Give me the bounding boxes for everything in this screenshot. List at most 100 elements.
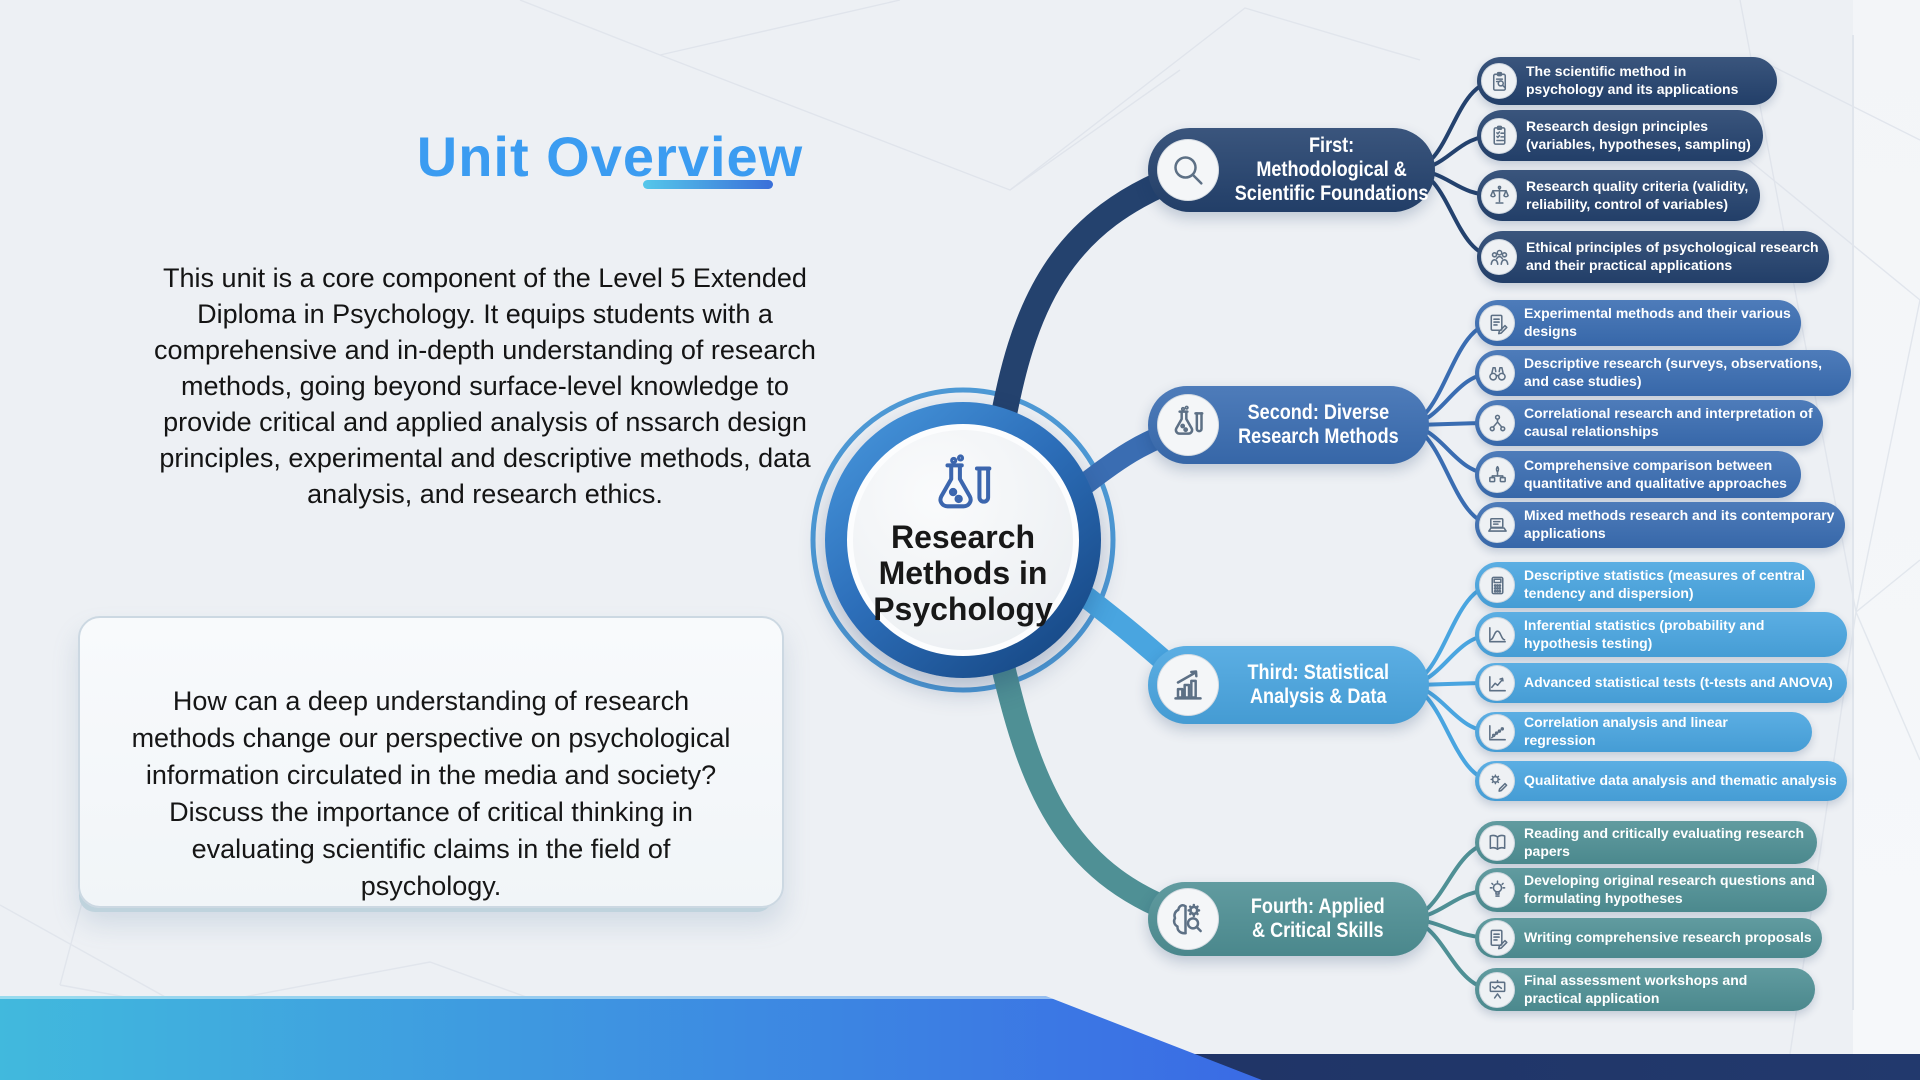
leaf-icon-circle [1479,714,1515,750]
leaf-label: Reading and critically evaluating resear… [1524,824,1805,859]
scales-icon [1489,185,1509,204]
branch-label: Third: Statistical Analysis & Data [1247,661,1389,708]
hierarchy-icon [1489,414,1505,431]
discussion-question-text: How can a deep understanding of research… [131,686,731,901]
leaf-label: Qualitative data analysis and thematic a… [1524,772,1837,788]
right-background-strip [1853,0,1920,1054]
leaf-label: Correlational research and interpretatio… [1524,405,1813,439]
leaf-label: The scientific method in psychology and … [1526,63,1739,97]
central-topic-title: Research Methods in Psychology [873,519,1053,627]
leaf-icon-circle [1479,971,1515,1008]
leaf-icon-circle [1479,616,1515,653]
branch-icon-circle [1157,654,1219,716]
branch-label: Fourth: Applied & Critical Skills [1251,895,1385,942]
bar-chart-icon [1174,670,1202,700]
ethics-people-icon [1489,249,1509,265]
leaf-label: Ethical principles of psychological rese… [1526,239,1819,273]
leaf-icon-circle [1479,305,1515,341]
leaf-label: Inferential statistics (probability and … [1524,616,1765,651]
clipboard-list-icon [1492,125,1506,145]
laptop-document-icon [1487,517,1507,532]
leaf-node-second-4: Comprehensive comparison between quantit… [1475,451,1801,498]
leaf-node-third-2: Inferential statistics (probability and … [1475,612,1847,657]
central-topic-node: Research Methods in Psychology [847,424,1079,656]
footer-gradient-wedge [0,996,1262,1080]
leaf-icon-circle [1481,63,1517,99]
leaf-node-second-5: Mixed methods research and its contempor… [1475,502,1845,548]
hub-outer-ring [810,387,1116,693]
connector-hub-fourth [990,650,1204,930]
trend-chart-icon [1488,675,1506,691]
leaf-icon-circle [1479,405,1515,441]
lightbulb-icon [1489,879,1505,897]
document-pencil-icon [1490,929,1508,949]
leaf-icon-circle [1479,920,1515,956]
leaf-node-second-1: Experimental methods and their various d… [1475,300,1801,346]
magnifier-icon [1174,156,1203,185]
leaf-node-second-3: Correlational research and interpretatio… [1475,400,1823,446]
brain-gear-icon [1172,903,1202,935]
comparison-icon [1488,465,1506,483]
connector-hub-first [987,159,1205,449]
leaf-node-third-5: Qualitative data analysis and thematic a… [1475,761,1847,801]
branch-icon-circle [1157,888,1219,950]
intro-paragraph: This unit is a core component of the Lev… [154,263,816,509]
document-edit-icon [1490,314,1508,334]
leaf-icon-circle [1479,567,1515,603]
leaf-label: Research quality criteria (validity, rel… [1526,177,1749,212]
leaf-icon-circle [1481,117,1517,154]
branch-node-second: Second: Diverse Research Methods [1148,386,1429,464]
leaf-label: Descriptive research (surveys, observati… [1524,355,1823,389]
leaf-node-fourth-4: Final assessment workshops and practical… [1475,968,1815,1011]
leaf-icon-circle [1479,665,1515,701]
leaf-icon-circle [1479,456,1515,493]
branch-node-fourth: Fourth: Applied & Critical Skills [1148,882,1429,956]
leaf-node-first-2: Research design principles (variables, h… [1477,110,1763,161]
leaf-node-first-1: The scientific method in psychology and … [1477,57,1777,105]
workshop-icon [1489,979,1505,999]
leaf-icon-circle [1479,355,1515,391]
clipboard-search-icon [1492,71,1506,91]
leaf-label: Developing original research questions a… [1524,872,1815,906]
leaf-node-first-3: Research quality criteria (validity, rel… [1477,170,1760,221]
leaf-node-second-2: Descriptive research (surveys, observati… [1475,350,1851,396]
open-book-icon [1489,834,1505,850]
leaf-label: Correlation analysis and linear regressi… [1524,714,1728,748]
leaf-label: Mixed methods research and its contempor… [1524,507,1835,541]
scatter-chart-icon [1488,724,1506,740]
leaf-icon-circle [1479,763,1515,799]
branch-label: Second: Diverse Research Methods [1237,401,1399,448]
branch-icon-circle [1157,139,1219,201]
leaf-label: Experimental methods and their various d… [1524,305,1791,339]
page-title: Unit Overview [416,124,804,188]
branch-node-first: First: Methodological & Scientific Found… [1148,128,1435,212]
flask-test-tube-icon [1174,405,1204,435]
leaf-node-fourth-1: Reading and critically evaluating resear… [1475,821,1817,864]
leaf-node-third-4: Correlation analysis and linear regressi… [1475,712,1812,752]
gear-pencil-icon [1489,773,1507,792]
leaf-node-first-4: Ethical principles of psychological rese… [1477,231,1829,283]
branch-label: First: Methodological & Scientific Found… [1234,134,1429,205]
leaf-icon-circle [1479,872,1515,908]
discussion-question-box: How can a deep understanding of research… [78,616,784,908]
title-underline [643,180,773,189]
leaf-icon-circle [1479,824,1515,861]
distribution-curve-icon [1488,627,1506,643]
leaf-icon-circle [1479,507,1515,543]
leaf-icon-circle [1481,239,1517,275]
leaf-node-fourth-3: Writing comprehensive research proposals [1475,918,1822,958]
binoculars-icon [1488,366,1506,381]
leaf-label: Comprehensive comparison between quantit… [1524,456,1787,491]
leaf-label: Final assessment workshops and practical… [1524,971,1748,1006]
leaf-icon-circle [1481,177,1517,214]
leaf-label: Descriptive statistics (measures of cent… [1524,567,1805,601]
leaf-node-fourth-2: Developing original research questions a… [1475,868,1827,912]
leaf-label: Writing comprehensive research proposals [1524,929,1812,945]
leaf-label: Advanced statistical tests (t-tests and … [1524,674,1833,690]
branch-node-third: Third: Statistical Analysis & Data [1148,646,1429,724]
calculator-icon [1490,576,1504,594]
leaf-node-third-1: Descriptive statistics (measures of cent… [1475,562,1815,608]
leaf-label: Research design principles (variables, h… [1526,117,1751,152]
flask-test-tube-icon [924,453,1002,515]
